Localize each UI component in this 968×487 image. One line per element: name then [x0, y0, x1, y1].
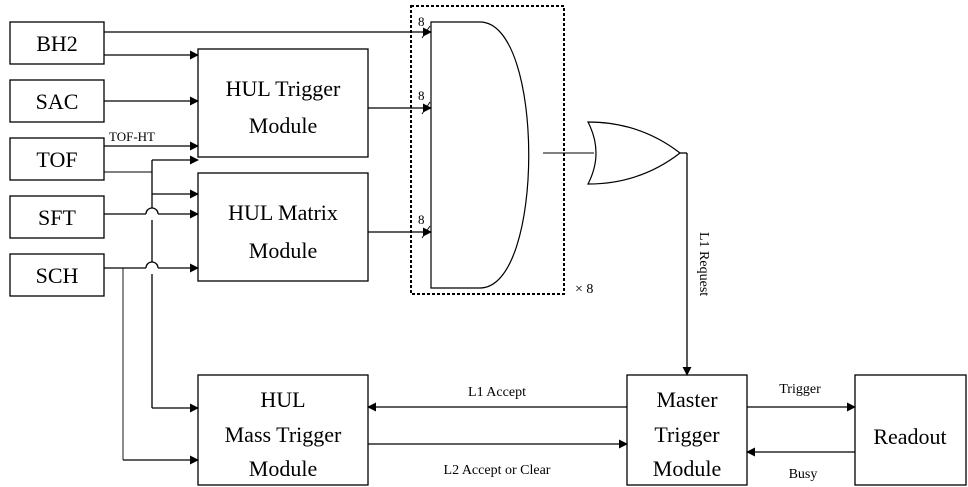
hul-mass-module-line2: Mass Trigger: [225, 422, 342, 447]
detector-sch: SCH: [9, 253, 105, 297]
master-module-line3: Module: [653, 456, 721, 481]
hul-matrix-module-line2: Module: [249, 238, 317, 263]
trigger-label: Trigger: [779, 382, 821, 397]
detector-tof: TOF: [9, 137, 105, 181]
hul-trigger-module: HUL Trigger Module: [197, 48, 369, 158]
l2-accept-label: L2 Accept or Clear: [444, 463, 551, 478]
bus-mark-trigger: 8: [418, 88, 431, 115]
hul-matrix-module: HUL Matrix Module: [197, 172, 369, 282]
detector-bh2: BH2: [9, 21, 105, 65]
or-gate-symbol: [587, 121, 681, 185]
multiplier-label: × 8: [575, 282, 593, 297]
bus-width-label-trigger: 8: [418, 88, 425, 103]
detector-bh2-label: BH2: [36, 31, 78, 56]
hul-trigger-module-line2: Module: [249, 113, 317, 138]
tof-ht-label: TOF-HT: [109, 129, 155, 144]
wire-sft-hop: [145, 207, 159, 215]
detector-sac: SAC: [9, 79, 105, 123]
detector-sft-label: SFT: [38, 205, 76, 230]
hul-matrix-module-line1: HUL Matrix: [228, 200, 338, 225]
detector-sft: SFT: [9, 195, 105, 239]
readout-box: Readout: [854, 374, 967, 486]
l1-accept-label: L1 Accept: [468, 385, 526, 400]
wire-sch-hop: [145, 261, 159, 269]
busy-label: Busy: [789, 467, 818, 482]
bus-width-label-matrix: 8: [418, 212, 425, 227]
master-module-line1: Master: [656, 387, 718, 412]
bus-width-label-bh2: 8: [418, 14, 425, 29]
l1-request-label: L1 Request: [696, 232, 711, 296]
and-gate-symbol: [430, 21, 530, 289]
detector-tof-label: TOF: [36, 147, 77, 172]
hul-mass-module-line3: Module: [249, 456, 317, 481]
master-trigger-module: Master Trigger Module: [626, 374, 748, 486]
hul-trigger-module-line1: HUL Trigger: [226, 76, 341, 101]
bus-mark-bh2: 8: [418, 14, 431, 39]
detector-sac-label: SAC: [36, 89, 79, 114]
hul-mass-trigger-module: HUL Mass Trigger Module: [197, 374, 369, 486]
hul-mass-module-line1: HUL: [260, 387, 305, 412]
readout-label: Readout: [873, 424, 946, 449]
bus-mark-matrix: 8: [418, 212, 431, 239]
detector-sch-label: SCH: [36, 263, 79, 288]
master-module-line2: Trigger: [654, 422, 720, 447]
and-gate-group-frame: [410, 5, 565, 295]
